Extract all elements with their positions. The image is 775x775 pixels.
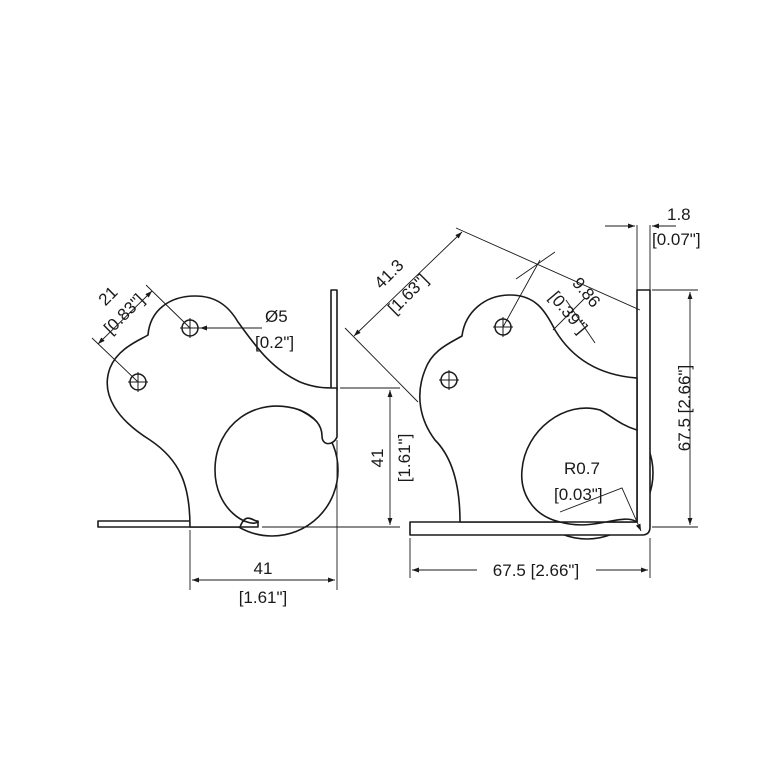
left-dimensions (91, 284, 400, 590)
right-thickness-inch-label: [0.07"] (652, 230, 701, 249)
right-height-label: 67.5 [2.66"] (675, 365, 694, 451)
right-dimensions (344, 223, 698, 578)
right-radius-inch-label: [0.03"] (554, 485, 603, 504)
left-height-label: 41 (368, 449, 387, 468)
right-width-label: 67.5 [2.66"] (493, 561, 579, 580)
left-width-label: 41 (254, 559, 273, 578)
left-hole-diameter-label: Ø5 (265, 307, 288, 326)
right-radius-label: R0.7 (564, 459, 600, 478)
left-height-inch-label: [1.61"] (395, 434, 414, 483)
left-base-flange (97, 520, 259, 528)
right-thickness-label: 1.8 (667, 205, 691, 224)
right-mount-hole-1 (439, 370, 459, 390)
right-corner-bracket (409, 289, 654, 540)
right-corner-plate (419, 294, 638, 526)
left-pitch-label: 21 (95, 283, 122, 310)
left-hole-diameter-inch-label: [0.2"] (255, 333, 294, 352)
right-angle-flange (409, 289, 651, 536)
left-corner-plate (106, 295, 338, 528)
left-vertical-flange (330, 289, 338, 391)
left-corner-bracket (97, 289, 339, 537)
left-width-inch-label: [1.61"] (239, 588, 288, 607)
